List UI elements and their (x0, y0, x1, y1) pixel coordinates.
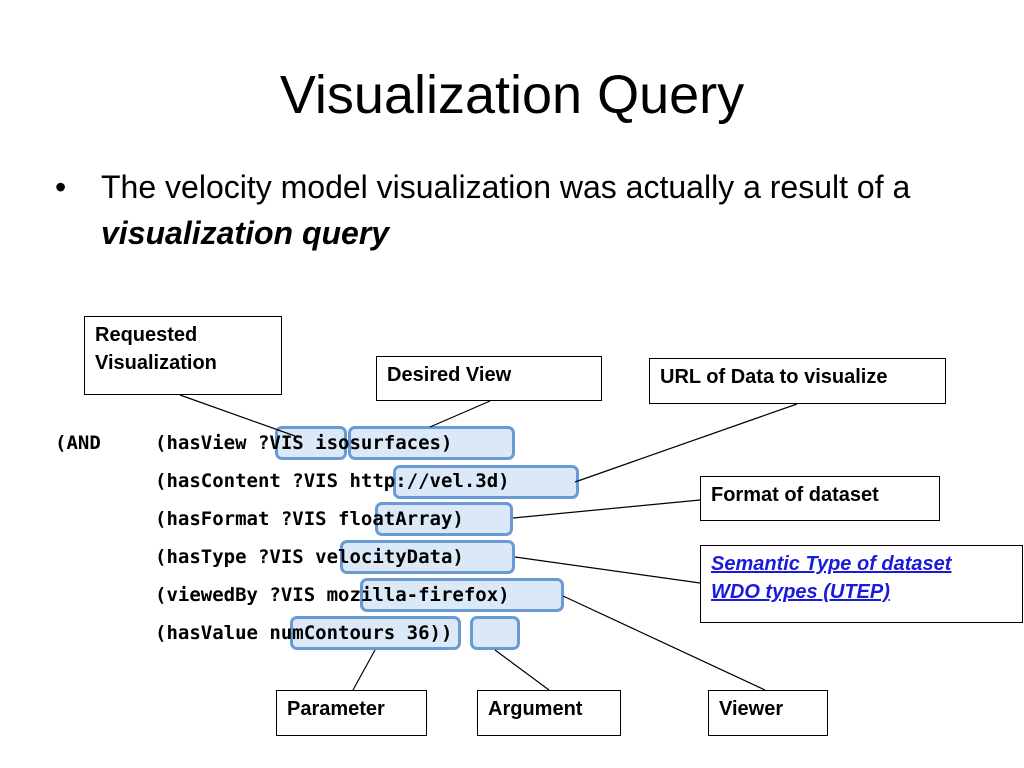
bullet-text-emphasis: visualization query (101, 215, 390, 251)
highlight-vis (275, 426, 347, 460)
label-parameter: Parameter (276, 690, 427, 736)
highlight-url (393, 465, 579, 499)
query-line-hastype: (hasType ?VIS velocityData) (155, 546, 464, 568)
wdo-types-link[interactable]: WDO types (UTEP) (711, 581, 890, 603)
connector-format-of-dataset (512, 499, 701, 519)
query-and-keyword: (AND (55, 432, 101, 454)
label-viewer: Viewer (708, 690, 828, 736)
query-line-hasview: (hasView ?VIS isosurfaces) (155, 432, 453, 454)
connector-desired-view (429, 400, 491, 428)
highlight-36 (470, 616, 520, 650)
highlight-isosurfaces (348, 426, 515, 460)
query-line-viewedby: (viewedBy ?VIS mozilla-firefox) (155, 584, 510, 606)
label-url-of-data: URL of Data to visualize (649, 358, 946, 404)
bullet-text-plain: The velocity model visualization was act… (101, 169, 911, 205)
highlight-velocitydata (340, 540, 515, 574)
label-desired-view: Desired View (376, 356, 602, 401)
query-line-hasformat: (hasFormat ?VIS floatArray) (155, 508, 464, 530)
connector-semantic-type (514, 556, 701, 584)
label-format-of-dataset: Format of dataset (700, 476, 940, 521)
bullet-marker: • (55, 169, 67, 205)
connector-viewer (562, 595, 766, 691)
label-semantic-type[interactable]: Semantic Type of dataset WDO types (UTEP… (700, 545, 1023, 623)
highlight-numcontours (290, 616, 461, 650)
connector-requested-visualization (179, 394, 296, 437)
semantic-type-link[interactable]: Semantic Type of dataset (711, 553, 952, 575)
highlight-mozilla-firefox (360, 578, 564, 612)
connector-parameter (352, 649, 376, 691)
label-argument: Argument (477, 690, 621, 736)
slide-title: Visualization Query (279, 65, 745, 125)
connector-url-of-data (574, 403, 798, 483)
query-line-hasvalue: (hasValue numContours 36)) (155, 622, 453, 644)
highlight-floatarray (375, 502, 513, 536)
label-requested-visualization: Requested Visualization (84, 316, 282, 395)
query-line-hascontent: (hasContent ?VIS http://vel.3d) (155, 470, 510, 492)
connector-argument (494, 649, 550, 691)
bullet-text: The velocity model visualization was act… (101, 164, 971, 256)
